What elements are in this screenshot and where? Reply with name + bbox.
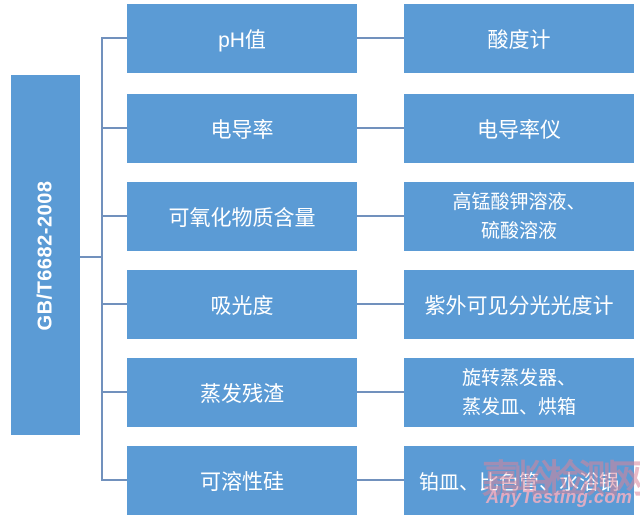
root-node: GB/T6682-2008 bbox=[11, 75, 80, 435]
param-node-absorbance: 吸光度 bbox=[127, 270, 357, 339]
instrument-label: 电导率仪 bbox=[477, 118, 561, 142]
connector-instrument-5 bbox=[357, 391, 404, 393]
instrument-node-conductivity-meter: 电导率仪 bbox=[404, 94, 634, 163]
instrument-label: 高锰酸钾溶液、 bbox=[452, 191, 586, 213]
param-label: 可氧化物质含量 bbox=[168, 206, 316, 230]
instrument-node-rotary-evaporator: 旋转蒸发器、 蒸发皿、烘箱 bbox=[404, 358, 634, 427]
connector-instrument-2 bbox=[357, 127, 404, 129]
connector-instrument-1 bbox=[357, 37, 404, 39]
instrument-label: 酸度计 bbox=[487, 28, 551, 52]
instrument-label: 旋转蒸发器、 bbox=[461, 367, 576, 389]
connector-param-2 bbox=[101, 127, 127, 129]
param-node-soluble-silicon: 可溶性硅 bbox=[127, 446, 357, 515]
instrument-label: 紫外可见分光光度计 bbox=[424, 294, 614, 318]
instrument-node-platinum-dish: 铂皿、比色管、水浴锅 bbox=[404, 446, 634, 515]
connector-instrument-3 bbox=[357, 215, 404, 217]
param-label: 电导率 bbox=[210, 118, 274, 142]
connector-param-1 bbox=[101, 37, 127, 39]
instrument-node-uv-spectrophotometer: 紫外可见分光光度计 bbox=[404, 270, 634, 339]
root-node-label: GB/T6682-2008 bbox=[34, 180, 57, 330]
instrument-node-acidity-meter: 酸度计 bbox=[404, 4, 634, 73]
instrument-label: 铂皿、比色管、水浴锅 bbox=[419, 472, 619, 494]
param-label: 吸光度 bbox=[210, 294, 274, 318]
param-label: 可溶性硅 bbox=[200, 470, 284, 494]
param-node-conductivity: 电导率 bbox=[127, 94, 357, 163]
param-node-evaporation-residue: 蒸发残渣 bbox=[127, 358, 357, 427]
param-node-oxidizable-content: 可氧化物质含量 bbox=[127, 182, 357, 251]
param-label: pH值 bbox=[218, 28, 266, 52]
connector-root-stub bbox=[80, 256, 101, 258]
connector-param-5 bbox=[101, 391, 127, 393]
param-node-ph: pH值 bbox=[127, 4, 357, 73]
connector-param-3 bbox=[101, 215, 127, 217]
instrument-node-permanganate-solutions: 高锰酸钾溶液、 硫酸溶液 bbox=[404, 182, 634, 251]
connector-trunk bbox=[101, 38, 103, 481]
connector-param-4 bbox=[101, 303, 127, 305]
param-label: 蒸发残渣 bbox=[200, 382, 284, 406]
instrument-label: 蒸发皿、烘箱 bbox=[461, 396, 576, 418]
instrument-label: 硫酸溶液 bbox=[480, 220, 557, 242]
connector-param-6 bbox=[101, 479, 127, 481]
connector-instrument-6 bbox=[357, 479, 404, 481]
connector-instrument-4 bbox=[357, 303, 404, 305]
